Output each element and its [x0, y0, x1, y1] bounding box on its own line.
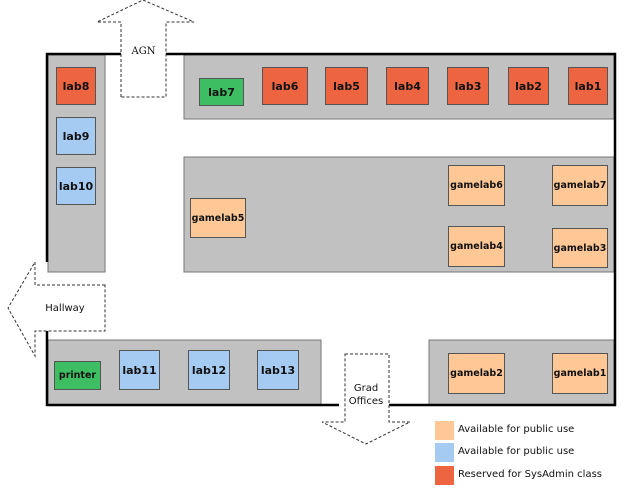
room-lab10[interactable]: lab10	[56, 167, 96, 205]
room-gamelab4[interactable]: gamelab4	[448, 226, 505, 267]
outer-walls	[45, 52, 617, 407]
room-lab7[interactable]: lab7	[199, 78, 244, 106]
room-gamelab1[interactable]: gamelab1	[552, 353, 608, 394]
legend-label-public-orange: Available for public use	[458, 424, 575, 435]
agn-exit-arrow[interactable]	[96, 0, 195, 98]
legend-label-public-blue: Available for public use	[458, 446, 575, 457]
room-gamelab6[interactable]: gamelab6	[448, 165, 505, 206]
floor-center-block	[183, 156, 615, 273]
room-gamelab7[interactable]: gamelab7	[552, 165, 608, 206]
room-gamelab2[interactable]: gamelab2	[448, 353, 505, 394]
room-lab4[interactable]: lab4	[386, 67, 429, 105]
room-lab13[interactable]: lab13	[257, 350, 299, 390]
room-lab3[interactable]: lab3	[447, 67, 489, 105]
room-lab8[interactable]: lab8	[56, 67, 96, 105]
room-lab11[interactable]: lab11	[119, 350, 160, 390]
room-lab12[interactable]: lab12	[188, 350, 230, 390]
legend-label-sysadmin: Reserved for SysAdmin class	[458, 469, 602, 480]
agn-label: AGN	[131, 46, 156, 57]
hallway-label: Hallway	[45, 303, 85, 314]
legend-swatch-sysadmin	[435, 466, 454, 485]
room-lab9[interactable]: lab9	[56, 117, 96, 155]
room-gamelab5[interactable]: gamelab5	[190, 198, 246, 238]
legend-swatch-public-blue	[435, 443, 454, 462]
grad-offices-label-line2: Offices	[348, 396, 384, 407]
room-lab5[interactable]: lab5	[325, 67, 368, 105]
room-lab6[interactable]: lab6	[262, 67, 308, 105]
hallway-exit-arrow[interactable]	[7, 260, 106, 358]
room-gamelab3[interactable]: gamelab3	[552, 228, 608, 268]
room-printer[interactable]: printer	[54, 361, 101, 390]
grad-offices-exit-arrow[interactable]	[321, 353, 411, 445]
grad-offices-label-line1: Grad	[353, 383, 379, 394]
room-lab1[interactable]: lab1	[568, 67, 608, 105]
room-lab2[interactable]: lab2	[508, 67, 549, 105]
legend-swatch-public-orange	[435, 421, 454, 440]
